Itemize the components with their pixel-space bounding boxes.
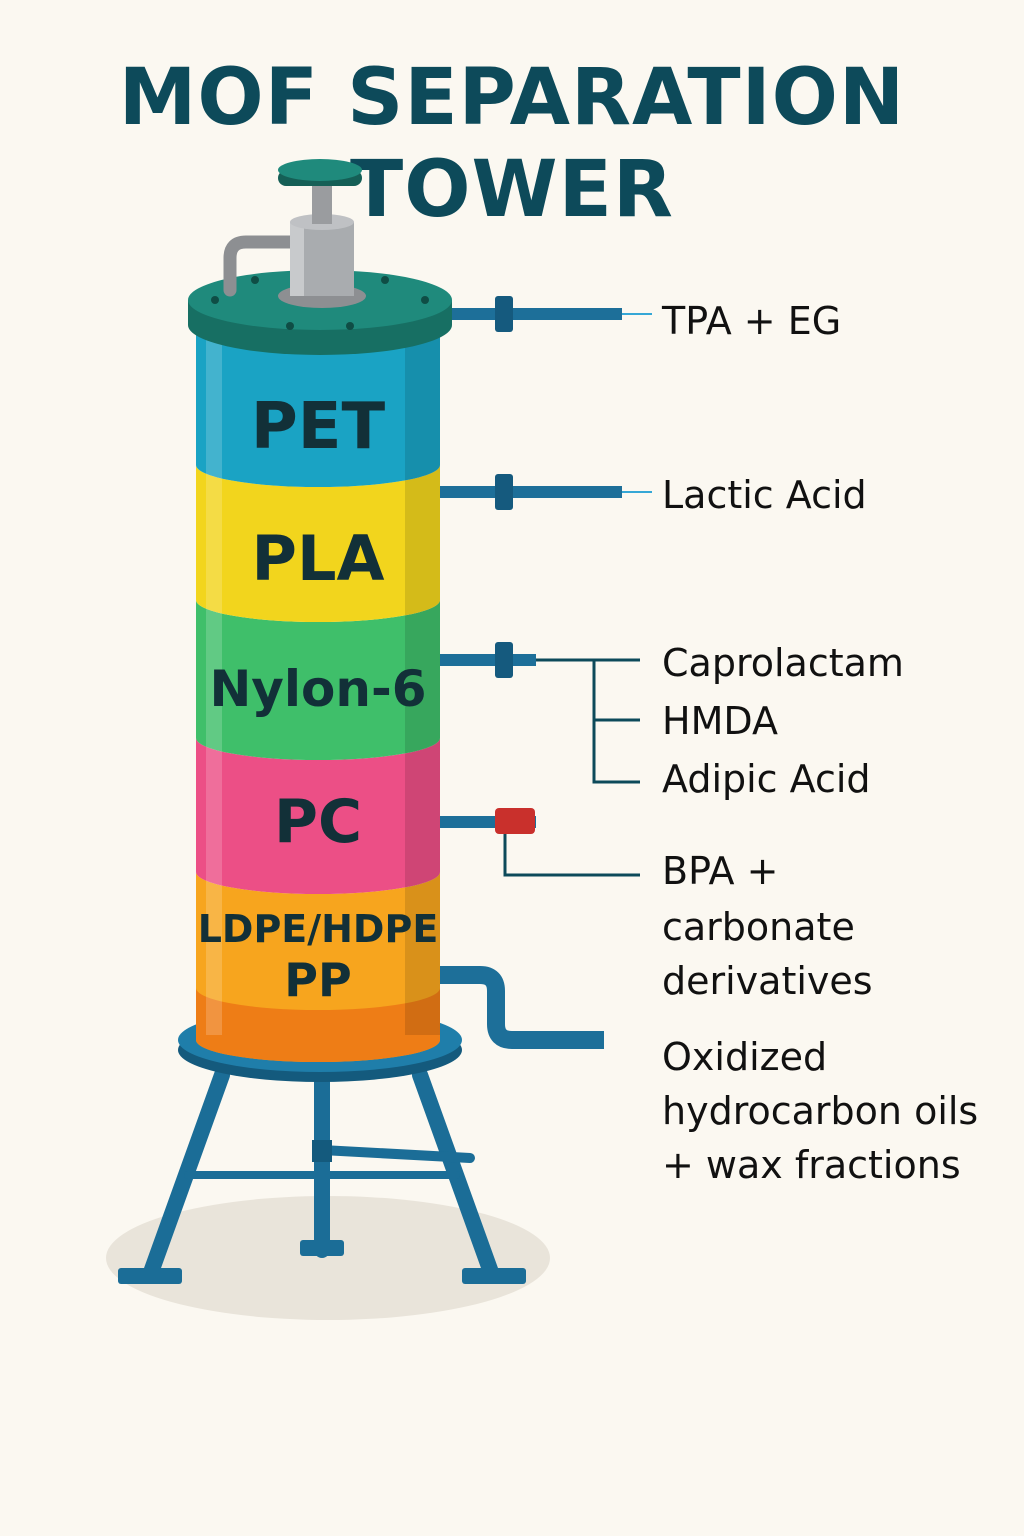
pipe-nylon bbox=[440, 654, 536, 666]
tower-column bbox=[196, 330, 440, 1062]
output-label-pet: TPA + EG bbox=[661, 299, 841, 343]
output-label-nylon-caprolactam: Caprolactam bbox=[662, 641, 904, 685]
top-plunger bbox=[223, 159, 366, 308]
lid-bolt bbox=[421, 296, 429, 304]
leader-nylon-branch bbox=[536, 658, 640, 784]
page-title: MOF SEPARATION TOWER bbox=[0, 52, 1024, 236]
segment-nylon-6 bbox=[196, 600, 440, 760]
segment-pc bbox=[196, 738, 440, 894]
output-label-pc-line1: BPA + bbox=[662, 849, 778, 893]
foot-pad-right bbox=[462, 1268, 526, 1284]
title-line-2: TOWER bbox=[350, 145, 674, 235]
foot-pad-center bbox=[300, 1240, 344, 1256]
segment-label-pp: PP bbox=[284, 953, 351, 1007]
pipe-polyolefin bbox=[440, 966, 604, 1049]
pipe-pet bbox=[452, 308, 622, 320]
drain-pipe bbox=[317, 1145, 475, 1163]
output-label-nylon-adipic-acid: Adipic Acid bbox=[662, 757, 871, 801]
valve-nylon bbox=[495, 642, 513, 678]
tower-stand bbox=[118, 1067, 526, 1284]
segment-pet bbox=[196, 330, 440, 487]
output-label-pc-line3: derivatives bbox=[662, 959, 873, 1003]
segment-pla bbox=[196, 465, 440, 622]
column-highlight bbox=[206, 335, 222, 1035]
plunger-stem bbox=[312, 182, 332, 224]
column-shade bbox=[405, 335, 440, 1035]
lid-bolt bbox=[346, 322, 354, 330]
leader-pc bbox=[503, 834, 640, 877]
output-label-pc-line2: carbonate bbox=[662, 905, 855, 949]
valve-pc bbox=[495, 808, 535, 834]
ground-shadow bbox=[106, 1196, 550, 1320]
segment-ldpe-bottom-band bbox=[196, 988, 440, 1062]
pipe-pla bbox=[440, 486, 622, 498]
valve-pet bbox=[495, 296, 513, 332]
output-label-polyolefin-line1: Oxidized bbox=[662, 1035, 827, 1079]
output-label-polyolefin-line3: + wax fractions bbox=[662, 1143, 961, 1187]
segment-label-ldpe-hdpe: LDPE/HDPE bbox=[198, 907, 439, 951]
plunger-housing-highlight bbox=[290, 222, 304, 296]
lid-bolt bbox=[286, 322, 294, 330]
lid-bolt bbox=[211, 296, 219, 304]
output-label-polyolefin-line2: hydrocarbon oils bbox=[662, 1089, 978, 1133]
title-line-1: MOF SEPARATION bbox=[118, 53, 906, 143]
lid-bolt bbox=[381, 276, 389, 284]
outlet-pipes bbox=[440, 296, 652, 1049]
inlet-bent-pipe bbox=[223, 235, 297, 297]
segment-label-nylon-6: Nylon-6 bbox=[209, 660, 426, 718]
segment-label-pla: PLA bbox=[252, 522, 385, 595]
output-label-nylon-hmda: HMDA bbox=[662, 699, 778, 743]
segment-label-pc: PC bbox=[274, 787, 362, 857]
segment-label-pet: PET bbox=[251, 390, 386, 464]
drain-valve bbox=[312, 1140, 332, 1162]
lid-bolt bbox=[251, 276, 259, 284]
plunger-handle bbox=[278, 159, 362, 181]
tower-lid bbox=[188, 270, 452, 355]
output-label-pla: Lactic Acid bbox=[662, 473, 867, 517]
valve-pla bbox=[495, 474, 513, 510]
foot-pad-left bbox=[118, 1268, 182, 1284]
